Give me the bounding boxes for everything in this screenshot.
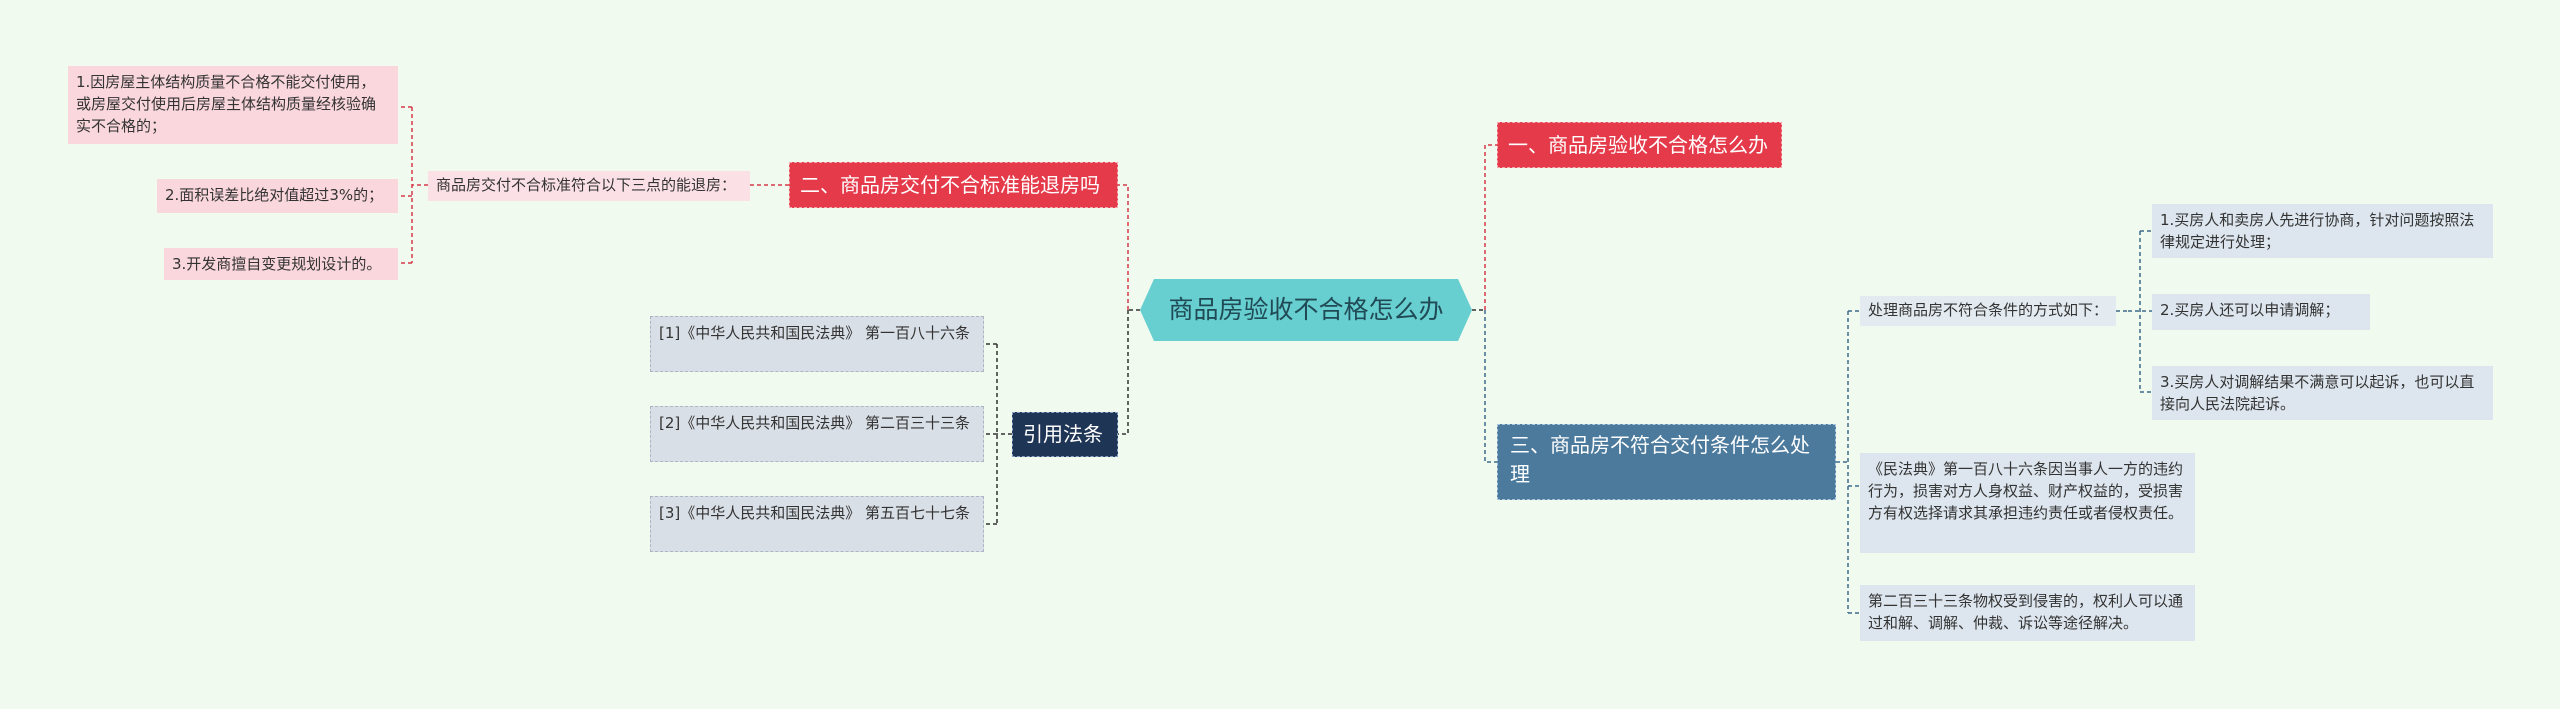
citation-item-2[interactable]: [2]《中华人民共和国民法典》 第二百三十三条	[650, 406, 984, 462]
connector-method-items	[2116, 230, 2152, 393]
citations-topic[interactable]: 引用法条	[1012, 412, 1118, 457]
law-note-2[interactable]: 第二百三十三条物权受到侵害的，权利人可以通过和解、调解、仲裁、诉讼等途径解决。	[1860, 585, 2195, 641]
connector-to-branch-two	[1118, 184, 1129, 310]
refund-condition-1[interactable]: 1.因房屋主体结构质量不合格不能交付使用，或房屋交付使用后房屋主体结构质量经核验…	[68, 66, 398, 144]
branch-three-topic[interactable]: 三、商品房不符合交付条件怎么处理	[1497, 424, 1836, 500]
citation-item-1[interactable]: [1]《中华人民共和国民法典》 第一百八十六条	[650, 316, 984, 372]
central-topic-label: 商品房验收不合格怎么办	[1168, 294, 1444, 324]
central-topic[interactable]: 商品房验收不合格怎么办	[1140, 279, 1472, 341]
handling-methods-intro[interactable]: 处理商品房不符合条件的方式如下：	[1860, 296, 2116, 326]
handling-methods-intro-text: 处理商品房不符合条件的方式如下：	[1868, 301, 2109, 319]
citation-text: [1]《中华人民共和国民法典》 第一百八十六条	[659, 324, 971, 342]
connector-to-citations	[1118, 310, 1129, 435]
branch-one-label: 一、商品房验收不合格怎么办	[1508, 132, 1768, 157]
connector-intro-items	[398, 106, 428, 264]
law-note-text: 第二百三十三条物权受到侵害的，权利人可以通过和解、调解、仲裁、诉讼等途径解决。	[1868, 592, 2184, 632]
handling-method-text: 2.买房人还可以申请调解；	[2160, 301, 2340, 319]
law-note-text: 《民法典》第一百八十六条因当事人一方的违约行为，损害对方人身权益、财产权益的，受…	[1868, 460, 2184, 522]
handling-method-text: 3.买房人对调解结果不满意可以起诉，也可以直接向人民法院起诉。	[2160, 373, 2475, 413]
connector-branch-three-children	[1836, 310, 1860, 614]
citations-label: 引用法条	[1023, 422, 1103, 446]
connector-citations-items	[984, 343, 1012, 525]
citation-text: [3]《中华人民共和国民法典》 第五百七十七条	[659, 504, 971, 522]
citation-item-3[interactable]: [3]《中华人民共和国民法典》 第五百七十七条	[650, 496, 984, 552]
branch-two-intro[interactable]: 商品房交付不合标准符合以下三点的能退房：	[428, 171, 750, 201]
branch-two-intro-text: 商品房交付不合标准符合以下三点的能退房：	[436, 176, 737, 194]
refund-condition-text: 3.开发商擅自变更规划设计的。	[172, 255, 382, 273]
law-note-1[interactable]: 《民法典》第一百八十六条因当事人一方的违约行为，损害对方人身权益、财产权益的，受…	[1860, 453, 2195, 553]
handling-method-3[interactable]: 3.买房人对调解结果不满意可以起诉，也可以直接向人民法院起诉。	[2152, 366, 2493, 420]
handling-method-2[interactable]: 2.买房人还可以申请调解；	[2152, 294, 2370, 330]
refund-condition-text: 1.因房屋主体结构质量不合格不能交付使用，或房屋交付使用后房屋主体结构质量经核验…	[76, 73, 377, 135]
branch-two-topic[interactable]: 二、商品房交付不合标准能退房吗	[789, 162, 1118, 208]
refund-condition-text: 2.面积误差比绝对值超过3%的；	[165, 186, 384, 204]
branch-one-topic[interactable]: 一、商品房验收不合格怎么办	[1497, 122, 1782, 168]
citation-text: [2]《中华人民共和国民法典》 第二百三十三条	[659, 414, 971, 432]
branch-three-label: 三、商品房不符合交付条件怎么处理	[1510, 433, 1810, 486]
refund-condition-3[interactable]: 3.开发商擅自变更规划设计的。	[164, 248, 398, 280]
branch-two-label: 二、商品房交付不合标准能退房吗	[800, 172, 1100, 197]
handling-method-text: 1.买房人和卖房人先进行协商，针对问题按照法律规定进行处理；	[2160, 211, 2475, 251]
handling-method-1[interactable]: 1.买房人和卖房人先进行协商，针对问题按照法律规定进行处理；	[2152, 204, 2493, 258]
connector-to-branch-one	[1484, 144, 1497, 310]
connector-to-branch-three	[1484, 310, 1497, 463]
refund-condition-2[interactable]: 2.面积误差比绝对值超过3%的；	[157, 179, 398, 213]
